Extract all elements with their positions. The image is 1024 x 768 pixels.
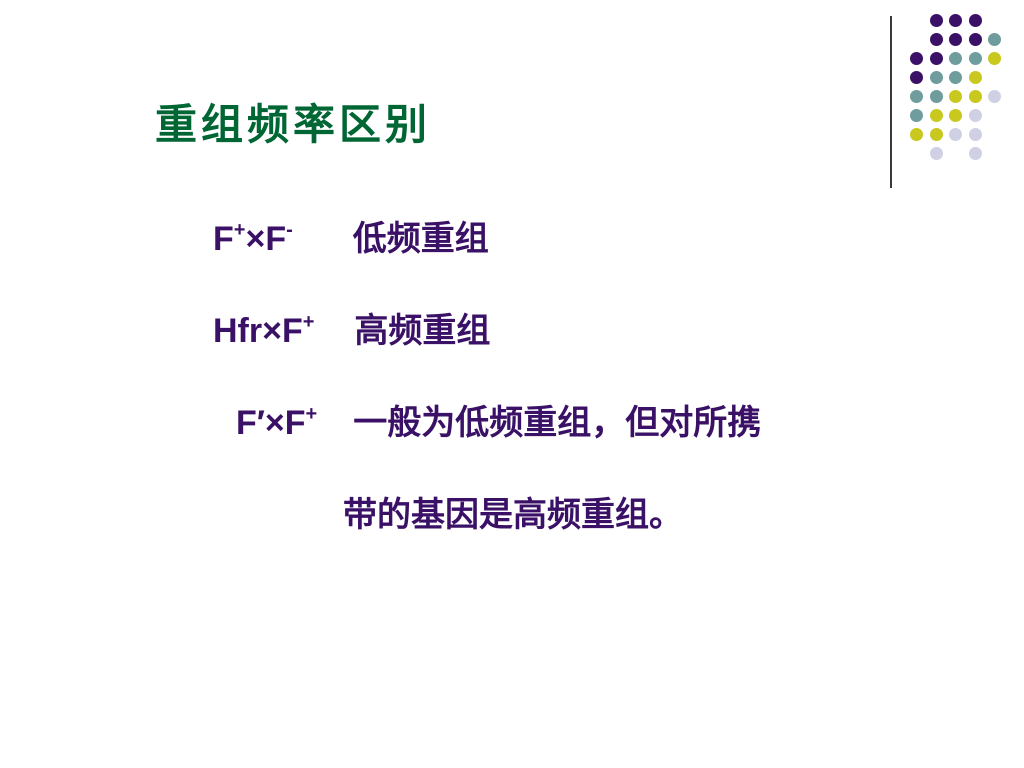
cross-parent-1-sup: + — [233, 219, 246, 241]
decorative-dot — [929, 128, 943, 141]
cross-formula: F+×F- — [213, 219, 293, 258]
cross-parent-2-sup: - — [286, 219, 293, 241]
decorative-dot — [910, 109, 923, 122]
decorative-dot — [929, 71, 943, 84]
decorative-dot — [968, 147, 982, 160]
cross-description: 低频重组 — [352, 219, 489, 259]
decorative-dot — [988, 33, 1001, 46]
cross-parent-1: F′ — [236, 404, 265, 442]
slide-title: 重组频率区别 — [155, 100, 432, 149]
cross-description-continuation: 带的基因是高频重组。 — [343, 495, 683, 535]
decorative-dot — [929, 147, 943, 160]
vertical-divider — [890, 16, 892, 188]
decorative-dot — [968, 71, 982, 84]
cross-parent-1: Hfr — [213, 312, 263, 350]
cross-parent-2-sup: + — [305, 403, 318, 425]
decorative-dot — [929, 52, 943, 65]
decorative-dot — [968, 14, 982, 27]
decorative-dot — [949, 109, 962, 122]
decorative-dot — [949, 71, 962, 84]
decorative-dot — [929, 109, 943, 122]
decorative-dot — [968, 128, 982, 141]
cross-parent-2: ×F — [264, 404, 306, 442]
decorative-dot — [988, 90, 1001, 103]
cross-formula: F′×F+ — [236, 403, 318, 442]
decorative-dot — [949, 33, 962, 46]
cross-description: 一般为低频重组，但对所携 — [353, 403, 762, 443]
cross-parent-2: ×F — [245, 220, 287, 258]
cross-formula: Hfr×F+ — [213, 311, 315, 350]
decorative-dot — [949, 14, 962, 27]
decorative-dot — [949, 128, 962, 141]
decorative-dot-grid — [910, 14, 1010, 174]
decorative-dot — [968, 109, 982, 122]
decorative-dot — [910, 52, 923, 65]
decorative-dot — [968, 33, 982, 46]
decorative-dot — [949, 90, 962, 103]
cross-row-f-prime-f-plus: F′×F+ 一般为低频重组，但对所携 — [236, 403, 762, 443]
decorative-dot — [929, 14, 943, 27]
decorative-dot — [949, 52, 962, 65]
decorative-dot — [929, 90, 943, 103]
cross-parent-2-sup: + — [302, 311, 315, 333]
cross-description: 高频重组 — [354, 311, 491, 351]
cross-row-hfr-f-plus: Hfr×F+ 高频重组 — [213, 311, 491, 351]
decorative-dot — [968, 90, 982, 103]
decorative-dot — [910, 71, 923, 84]
decorative-dot — [988, 52, 1001, 65]
decorative-dot — [910, 90, 923, 103]
cross-row-f-plus-f-minus: F+×F- 低频重组 — [213, 219, 489, 259]
decorative-dot — [910, 128, 923, 141]
decorative-dot — [968, 52, 982, 65]
cross-parent-2: ×F — [262, 312, 303, 350]
decorative-dot — [929, 33, 943, 46]
cross-parent-1: F — [213, 220, 234, 258]
